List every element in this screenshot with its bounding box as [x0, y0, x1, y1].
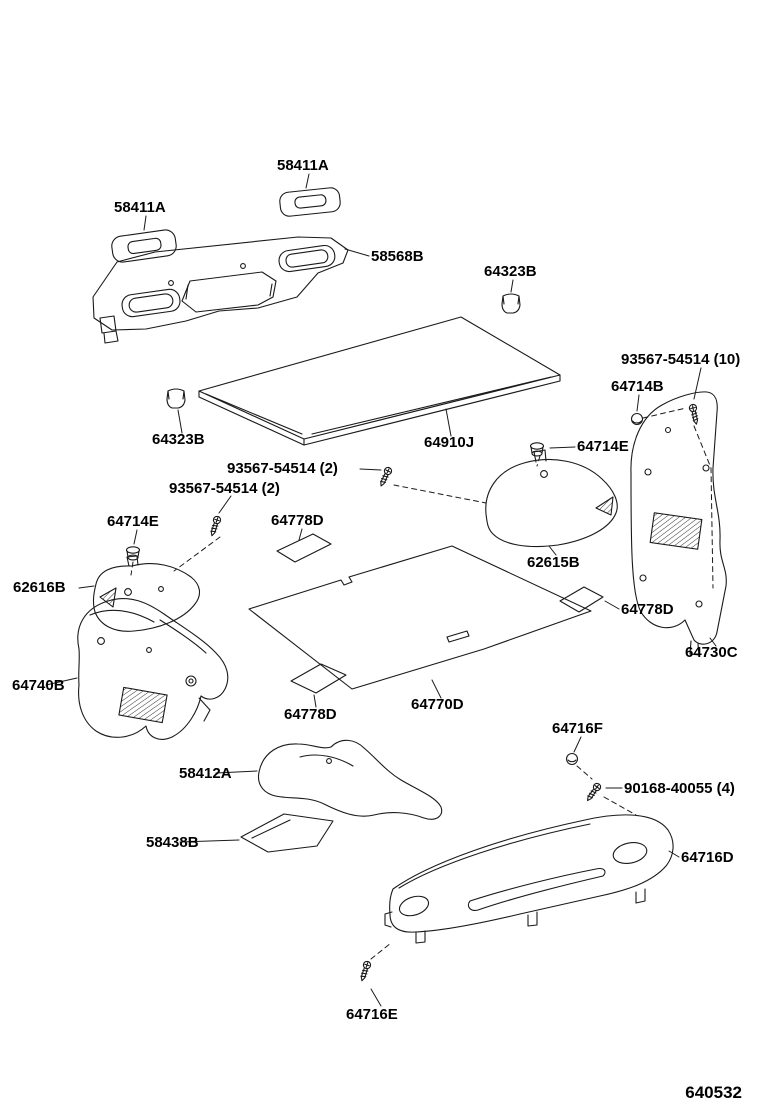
part-label-93567-2b: 93567-54514 (2): [169, 480, 280, 497]
part-64778d-pad-2: [559, 586, 604, 613]
speaker-cutout-right: [278, 244, 336, 273]
part-label-64778d-1: 64778D: [271, 512, 324, 529]
part-label-64716e: 64716E: [346, 1006, 398, 1023]
part-64714b-grommet: [630, 412, 644, 426]
part-label-64716d: 64716D: [681, 849, 734, 866]
part-58411a-pad-top: [279, 187, 341, 217]
part-62615b-cover: [485, 449, 618, 548]
part-64716f-clip: [565, 752, 579, 766]
part-label-58411a-2: 58411A: [114, 199, 166, 216]
attachment-dashed-lines: [130, 407, 714, 960]
part-label-58411a-1: 58411A: [277, 157, 329, 174]
part-64714e-grommet-left: [125, 546, 141, 561]
part-64714e-grommet-right: [529, 442, 545, 457]
part-label-62615b: 62615B: [527, 554, 580, 571]
part-64323b-clip-left: [166, 388, 186, 409]
part-label-64714e-1: 64714E: [577, 438, 629, 455]
part-label-58568b: 58568B: [371, 248, 424, 265]
part-label-93567-2a: 93567-54514 (2): [227, 460, 338, 477]
part-label-64323b-2: 64323B: [152, 431, 205, 448]
part-label-64323b-1: 64323B: [484, 263, 537, 280]
part-label-90168: 90168-40055 (4): [624, 780, 735, 797]
part-label-64910j: 64910J: [424, 434, 474, 451]
part-label-64740b: 64740B: [12, 677, 65, 694]
screw-93567-left-icon: [207, 514, 223, 538]
part-label-64730c: 64730C: [685, 644, 738, 661]
part-64323b-clip-right: [501, 293, 521, 314]
screw-90168-icon: [584, 781, 603, 804]
leader-lines: [45, 173, 717, 1007]
part-58438b-panel: [240, 813, 334, 853]
screw-93567-right-icon: [688, 403, 701, 426]
speaker-cutout-left: [121, 288, 181, 318]
part-64740b-side-panel: [77, 597, 229, 740]
part-58568b-package-tray: [92, 236, 349, 344]
part-62616b-cover: [92, 555, 200, 632]
part-label-64778d-2: 64778D: [621, 601, 674, 618]
part-label-62616b: 62616B: [13, 579, 66, 596]
part-label-58412a: 58412A: [179, 765, 232, 782]
screw-64716e-icon: [357, 959, 373, 983]
part-label-64714e-2: 64714E: [107, 513, 159, 530]
part-label-64770d: 64770D: [411, 696, 464, 713]
part-label-64714b: 64714B: [611, 378, 664, 395]
part-label-64716f: 64716F: [552, 720, 603, 737]
screw-93567-center-icon: [377, 465, 394, 489]
part-64770d-floor-mat: [248, 545, 592, 690]
diagram-number: 640532: [685, 1083, 742, 1102]
part-58412a-panel: [257, 739, 443, 820]
part-64910j-tonneau-cover: [198, 316, 561, 446]
part-58411a-pad-left: [111, 229, 177, 263]
part-64716d-rear-garnish: [384, 814, 674, 944]
part-64778d-pad-3: [290, 663, 347, 694]
part-label-58438b: 58438B: [146, 834, 199, 851]
part-64730c-side-panel: [630, 391, 727, 656]
part-label-64778d-3: 64778D: [284, 706, 337, 723]
part-64778d-pad-1: [276, 533, 332, 563]
part-label-93567-10: 93567-54514 (10): [621, 351, 740, 368]
